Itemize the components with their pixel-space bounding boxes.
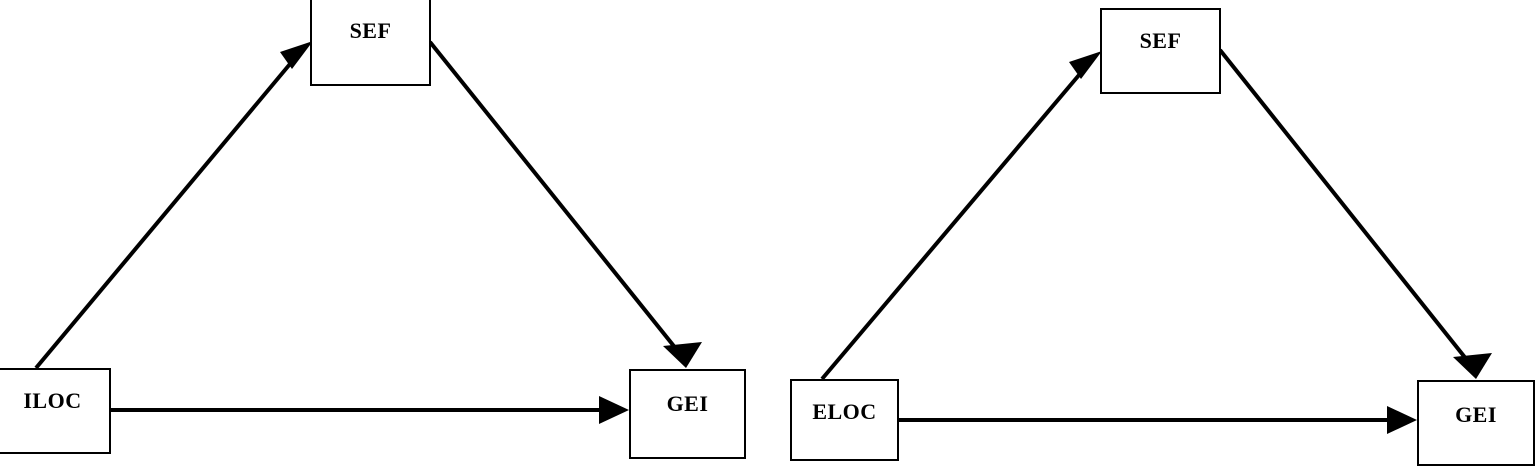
node-label: SEF [349, 18, 392, 43]
node-label: ELOC [812, 399, 877, 424]
node-label: GEI [1455, 402, 1497, 427]
node-sef-left[interactable]: SEF [310, 0, 431, 86]
node-label: ILOC [23, 388, 82, 413]
edge-iloc-to-sef [34, 41, 313, 370]
edge-eloc-to-gei [899, 406, 1417, 434]
edge-eloc-to-sef [820, 51, 1102, 381]
node-iloc[interactable]: ILOC [0, 368, 111, 454]
edge-sef-to-gei-right [1218, 48, 1492, 379]
node-sef-right[interactable]: SEF [1100, 8, 1221, 94]
node-gei-left[interactable]: GEI [629, 369, 746, 459]
node-label: GEI [666, 391, 709, 416]
node-gei-right[interactable]: GEI [1417, 380, 1535, 466]
node-label: SEF [1139, 28, 1182, 53]
edge-iloc-to-gei [111, 396, 629, 424]
edge-sef-to-gei-left [428, 40, 702, 368]
node-eloc[interactable]: ELOC [790, 379, 899, 461]
